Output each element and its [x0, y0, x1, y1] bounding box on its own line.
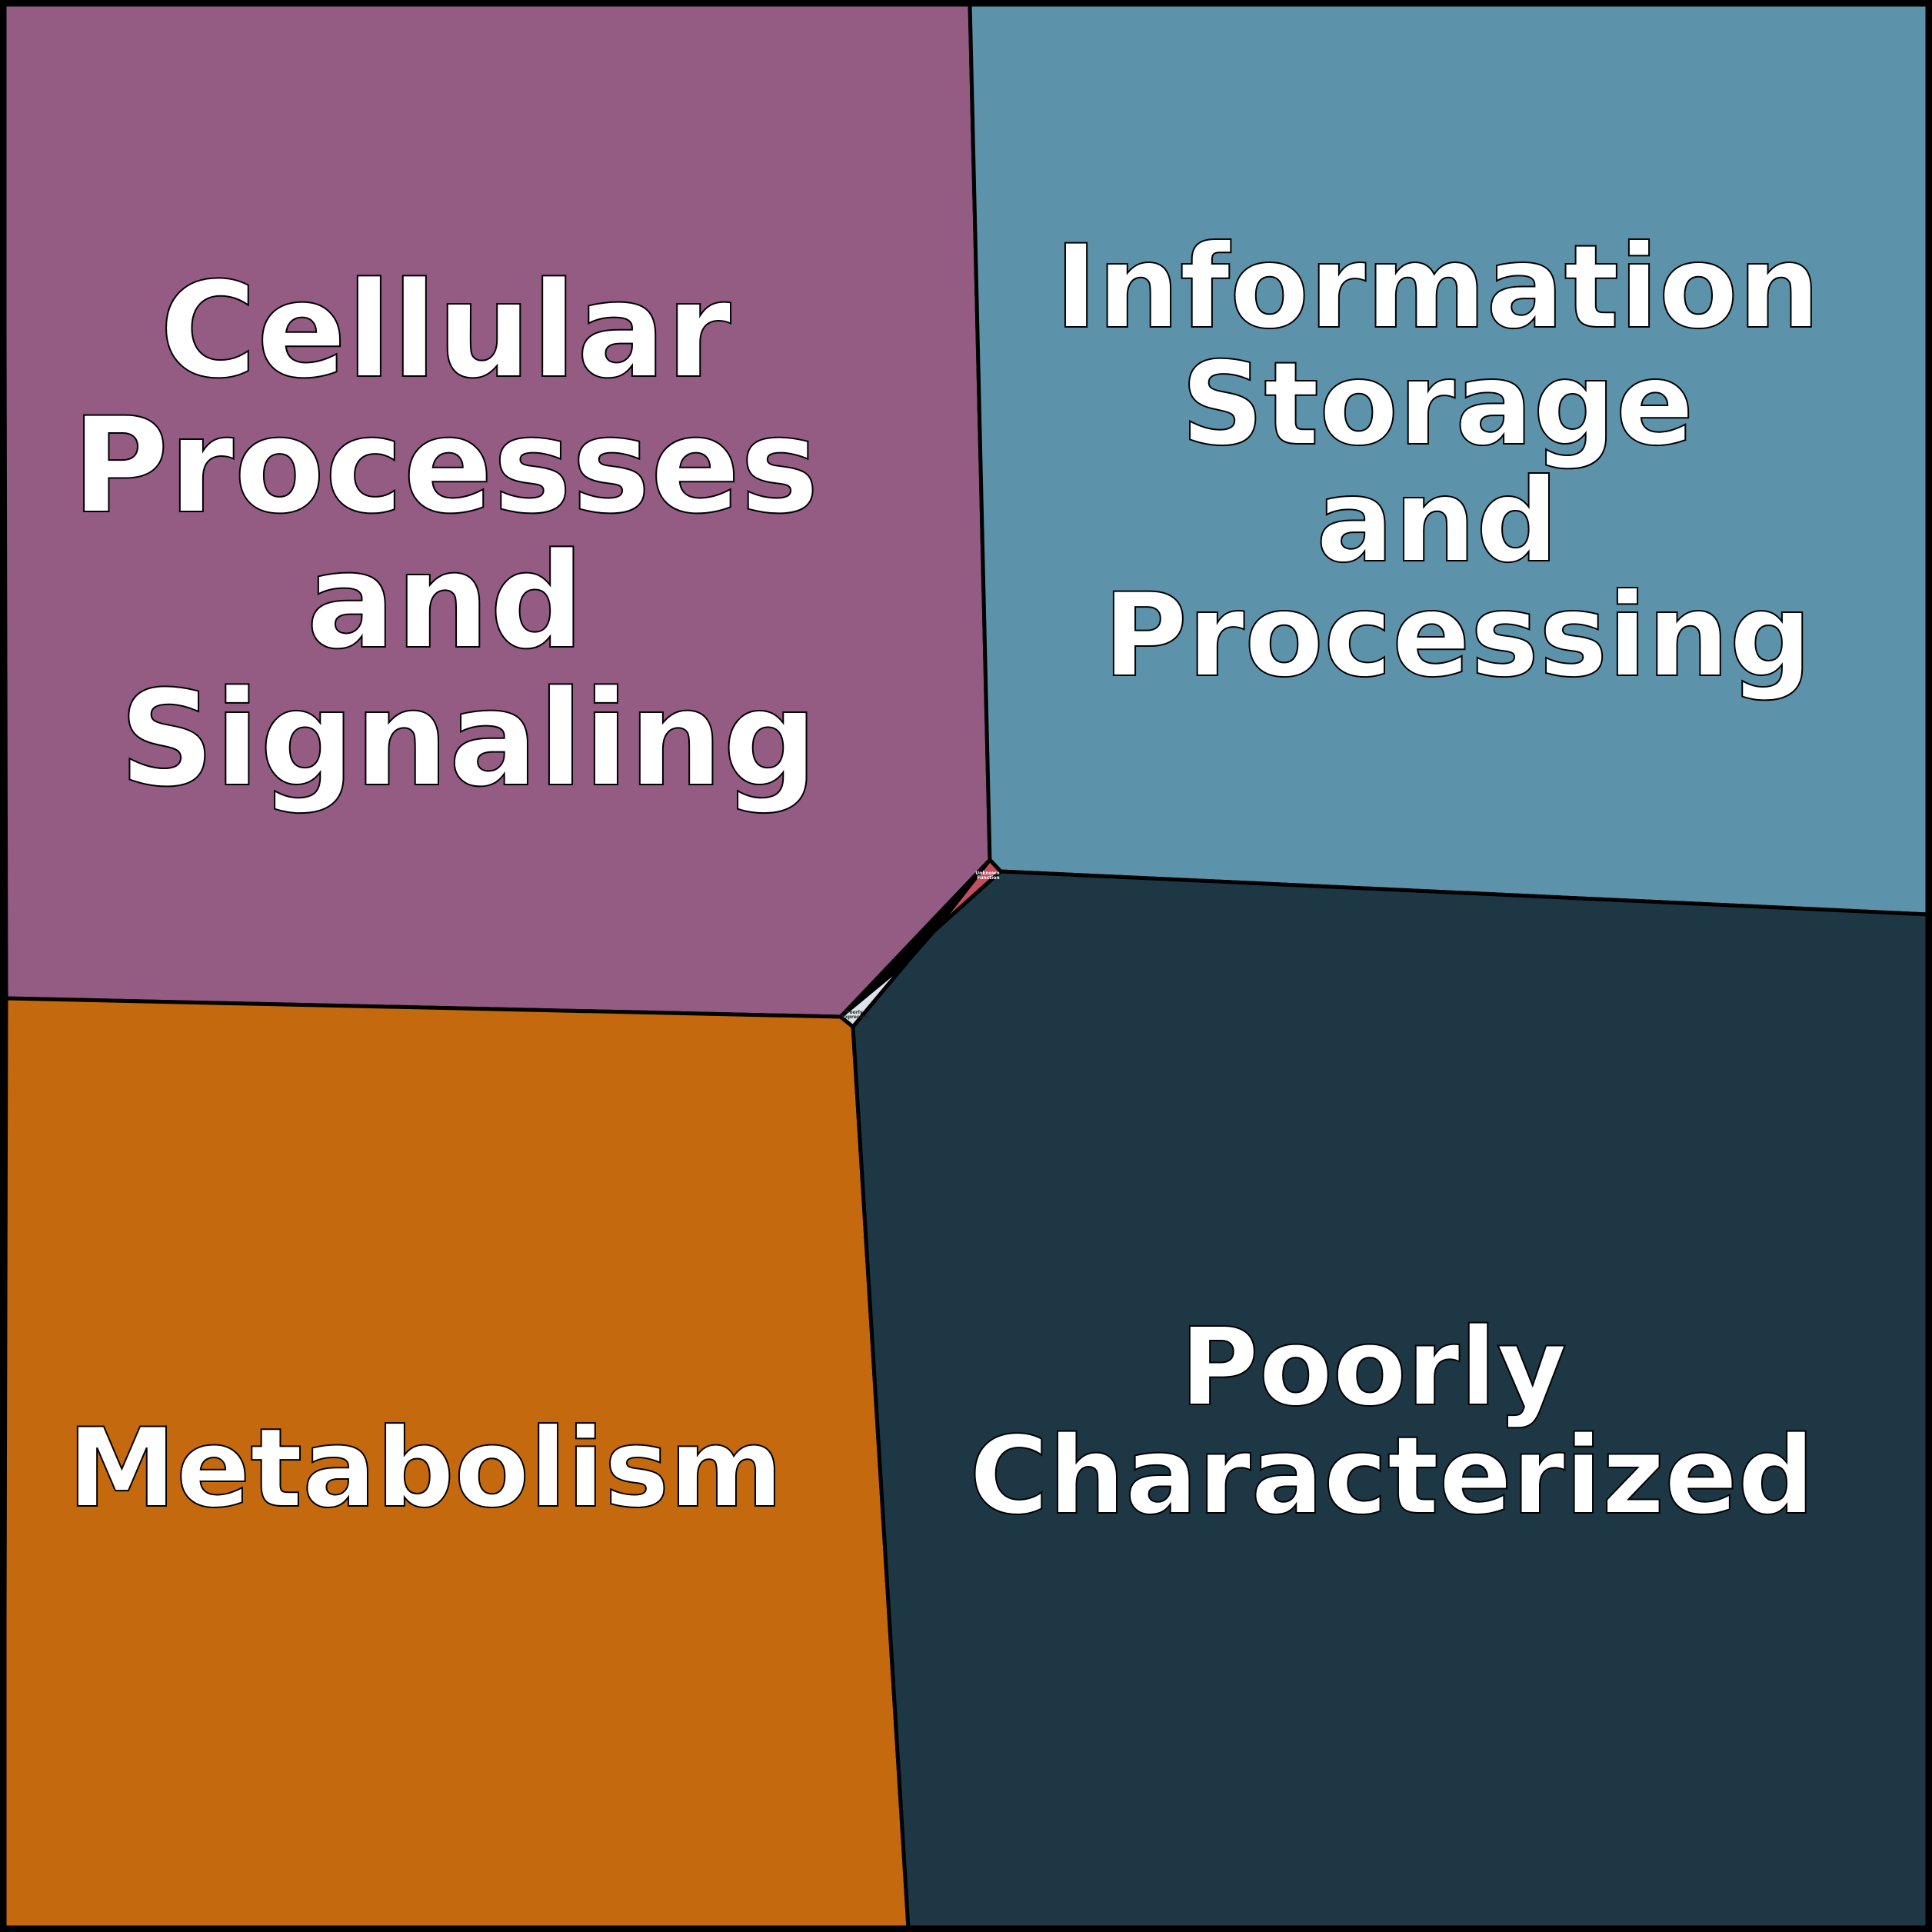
- cell-small-grey[interactable]: [838, 959, 910, 1029]
- label-cellular: Cellular Processes and Signaling: [72, 253, 864, 816]
- label-small-red: Unknown Function: [975, 871, 1001, 881]
- label-information: Information Storage and Processing: [1054, 221, 1860, 703]
- label-metabolism: Metabolism: [68, 1405, 783, 1532]
- cell-small-red[interactable]: [932, 858, 1003, 933]
- label-small-grey: Poorly Expressed: [842, 1010, 869, 1020]
- label-poorly-characterized: Poorly Characterized: [970, 1305, 1815, 1539]
